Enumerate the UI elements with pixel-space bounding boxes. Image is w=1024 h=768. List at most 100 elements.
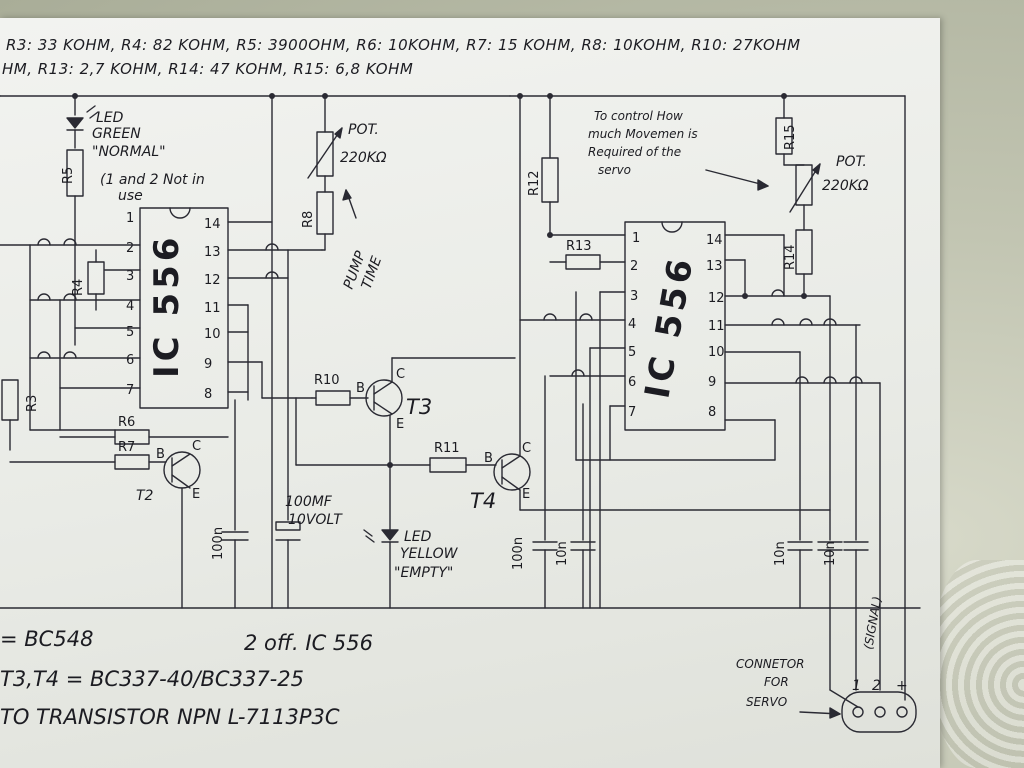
lace-doily [930, 560, 1024, 768]
led-green [66, 95, 99, 149]
resistor-r14 [795, 229, 813, 275]
pins-note-2: use [118, 188, 143, 204]
ic2-pin-6: 6 [628, 375, 636, 390]
t3-emitter-label: E [396, 417, 404, 432]
ic1-pin-10: 10 [204, 327, 221, 342]
connector-label-3: SERVO [746, 695, 787, 709]
cap2-100n-label: 100n [511, 537, 526, 570]
resistor-r10 [315, 390, 351, 406]
transistor-t2 [163, 451, 201, 489]
servo-note-3: Required of the [588, 145, 681, 159]
ic1-pin-13: 13 [204, 245, 221, 260]
resistor-r4 [87, 261, 105, 295]
ic2-pin-1: 1 [632, 231, 640, 246]
t4-collector-label: C [522, 441, 531, 456]
ic1-pin-14: 14 [204, 217, 221, 232]
ic2-pin-4: 4 [628, 317, 636, 332]
ic2-pin-7: 7 [628, 405, 636, 420]
ic2-pin-10: 10 [708, 345, 725, 360]
r12-label: R12 [527, 170, 542, 196]
ic2-pin-2: 2 [630, 259, 638, 274]
cap-100n-label: 100n [211, 527, 226, 560]
cap-10volt-label: 10VOLT [288, 512, 343, 528]
servo-note-2: much Movemen is [588, 127, 698, 141]
pot-right-label-1: POT. [836, 154, 867, 170]
led-yellow-label-3: "EMPTY" [394, 565, 453, 581]
r8-label: R8 [301, 211, 316, 228]
ic556-left: IC 556 1 2 3 4 5 6 7 14 13 12 11 10 9 8 [126, 207, 229, 409]
cap-100mf-label: 100MF [285, 494, 333, 510]
resistor-r3 [1, 379, 19, 421]
resistor-r12 [541, 157, 559, 203]
footer-bc548: = BC548 [0, 627, 93, 651]
footer-phototransistor: TO TRANSISTOR NPN L-7113P3C [0, 705, 340, 729]
ic2-pin-9: 9 [708, 375, 716, 390]
schematic-paper [0, 18, 940, 768]
ic2-pin-8: 8 [708, 405, 716, 420]
led-yellow [363, 529, 399, 609]
ic2-pin-3: 3 [630, 289, 638, 304]
ic1-pin-5: 5 [126, 325, 134, 340]
ic1-pin-3: 3 [126, 269, 134, 284]
led-yellow-label-2: YELLOW [400, 546, 459, 562]
r15-label: R15 [783, 124, 798, 150]
r7-label: R7 [118, 440, 135, 455]
t4-base-label: B [484, 451, 493, 466]
transistor-t3 [365, 379, 403, 417]
led-green-label-3: "NORMAL" [92, 144, 166, 160]
ic2-pin-13: 13 [706, 259, 723, 274]
connector-pin-plus: + [896, 678, 908, 694]
resistor-r8 [316, 191, 334, 235]
ic1-pin-4: 4 [126, 299, 134, 314]
t3-base-label: B [356, 381, 365, 396]
ic1-pin-2: 2 [126, 241, 134, 256]
t2-label: T2 [136, 488, 154, 504]
pot-left-label-1: POT. [348, 122, 379, 138]
component-values-line-2: HM, R13: 2,7 KOHM, R14: 47 KOHM, R15: 6,… [2, 60, 413, 78]
r6-label: R6 [118, 415, 135, 430]
r14-label: R14 [783, 244, 798, 270]
cap-100mf [275, 521, 301, 531]
ic1-pin-7: 7 [126, 383, 134, 398]
ic2-pin-12: 12 [708, 291, 725, 306]
ic556-left-label: IC 556 [147, 234, 187, 378]
led-green-label-1: LED [96, 110, 124, 126]
t2-emitter-label: E [192, 487, 200, 502]
pot-right-label-2: 220KΩ [822, 178, 869, 194]
servo-note-1: To control How [594, 109, 683, 123]
t4-emitter-label: E [522, 487, 530, 502]
pins-note-1: (1 and 2 Not in [100, 172, 205, 188]
ic556-right: IC 556 1 2 3 4 5 6 7 14 13 12 11 10 9 8 [624, 221, 726, 431]
resistor-r7 [114, 454, 150, 470]
connector-pin-2: 2 [872, 678, 881, 694]
cap2-10n-c-label: 10n [823, 541, 838, 566]
connector-label-2: FOR [764, 675, 789, 689]
t3-label: T3 [406, 395, 432, 419]
signal-label: (SIGNAL) [861, 595, 884, 650]
left-circuit: LED GREEN "NORMAL" R5 (1 and 2 Not in us… [0, 93, 921, 609]
servo-connector [829, 607, 917, 733]
r3-label: R3 [25, 395, 40, 412]
r10-label: R10 [314, 373, 340, 388]
resistor-r11 [429, 457, 467, 473]
transistor-t4 [493, 453, 531, 491]
ic2-pin-14: 14 [706, 233, 723, 248]
t4-label: T4 [470, 489, 496, 513]
ic2-pin-11: 11 [708, 319, 725, 334]
cap2-10n-b-label: 10n [773, 541, 788, 566]
resistor-r13 [565, 254, 601, 270]
ic1-pin-11: 11 [204, 301, 221, 316]
ic1-pin-8: 8 [204, 387, 212, 402]
r13-label: R13 [566, 239, 592, 254]
servo-note-4: servo [598, 163, 631, 177]
component-values-line-1: R3: 33 KOHM, R4: 82 KOHM, R5: 3900OHM, R… [6, 36, 801, 54]
led-green-label-2: GREEN [92, 126, 141, 142]
r4-label: R4 [71, 279, 86, 296]
connector-label-1: CONNETOR [736, 657, 804, 671]
r5-label: R5 [61, 167, 76, 184]
ic1-pin-9: 9 [204, 357, 212, 372]
right-circuit: R12 IC 556 1 2 3 4 5 6 7 14 13 12 11 10 … [509, 93, 917, 733]
t2-collector-label: C [192, 439, 201, 454]
t3-collector-label: C [396, 367, 405, 382]
